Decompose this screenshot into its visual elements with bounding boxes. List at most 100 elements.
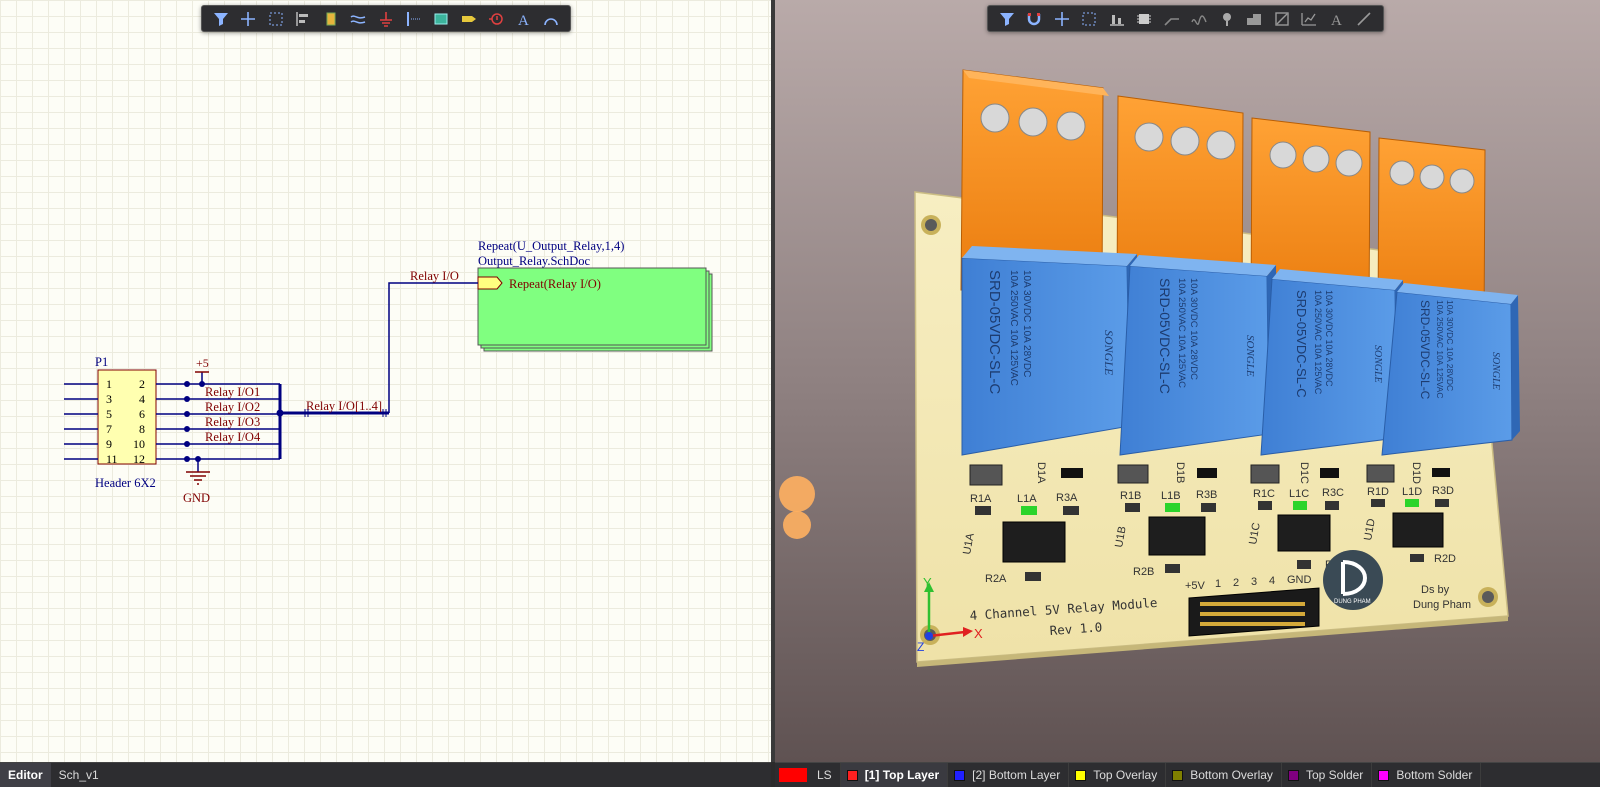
credit-line-1: Ds by (1421, 584, 1450, 596)
pcb-3d-view[interactable]: SRD-05VDC-SL-C 10A 250VAC 10A 125VAC 10A… (775, 0, 1600, 762)
pin-number: 1 (106, 377, 112, 391)
layer-tab-bottom-overlay[interactable]: Bottom Overlay (1166, 762, 1282, 787)
net-label[interactable]: Relay I/O4 (205, 430, 261, 444)
sheet-symbol-button[interactable] (428, 7, 454, 30)
channel-d[interactable]: D1D R1D L1D R3D U1D R2D (1362, 462, 1456, 565)
net-label[interactable]: Relay I/O2 (205, 400, 260, 414)
header-comment[interactable]: Header 6X2 (95, 476, 156, 490)
tab-editor[interactable]: Editor (0, 763, 51, 787)
layer-label: [2] Bottom Layer (972, 768, 1061, 782)
u1-label: U1C (1247, 522, 1263, 546)
polygon-button[interactable] (1242, 7, 1268, 30)
select-rect-button[interactable] (263, 7, 289, 30)
layer-swatch (1378, 769, 1390, 781)
r3-label: R3C (1322, 487, 1344, 499)
axis-x-label: X (974, 626, 983, 641)
route-icon (1164, 17, 1179, 26)
net-label[interactable]: Relay I/O3 (205, 415, 260, 429)
layer-tab-top[interactable]: [1] Top Layer (840, 762, 949, 787)
align-button[interactable] (291, 7, 317, 30)
document-tab-bar: Editor Sch_v1 (0, 762, 771, 787)
schematic-canvas[interactable]: Repeat(U_Output_Relay,1,4) Output_Relay.… (0, 0, 771, 762)
pin-number: 2 (139, 377, 145, 391)
relay-k1[interactable]: SRD-05VDC-SL-C 10A 250VAC 10A 125VAC 10A… (961, 246, 1140, 456)
relay-k3[interactable]: SRD-05VDC-SL-C 10A 250VAC 10A 125VAC 10A… (1260, 269, 1405, 456)
r1-label: R1D (1367, 486, 1389, 498)
relay-k2[interactable]: SRD-05VDC-SL-C 10A 250VAC 10A 125VAC 10A… (1119, 255, 1278, 456)
view-sphere-upper[interactable] (779, 476, 815, 512)
sheet-designator[interactable]: Repeat(U_Output_Relay,1,4) (478, 239, 624, 253)
bus-label[interactable]: Relay I/O[1..4] (306, 399, 382, 413)
layer-tab-top-solder[interactable]: Top Solder (1282, 762, 1373, 787)
pin-number: 8 (139, 422, 145, 436)
terminal-blocks[interactable] (960, 69, 1486, 331)
relay-k4[interactable]: SRD-05VDC-SL-C 10A 250VAC 10A 125VAC 10A… (1381, 283, 1520, 456)
sheet-symbol[interactable] (477, 267, 707, 346)
place-part-button[interactable] (318, 7, 344, 30)
pin-number: 7 (106, 422, 112, 436)
select-rect-button[interactable] (1077, 7, 1103, 30)
tab-sch-v1[interactable]: Sch_v1 (58, 768, 99, 782)
diode-led (1061, 468, 1083, 478)
align-icon (1109, 14, 1124, 26)
layer-tab-bottom[interactable]: [2] Bottom Layer (948, 762, 1070, 787)
align-button[interactable] (1104, 7, 1130, 30)
u1-label: U1A (961, 532, 977, 556)
sheet-entry-marker[interactable] (477, 276, 503, 290)
view-sphere-lower[interactable] (783, 511, 811, 539)
svg-text:A: A (518, 13, 529, 28)
component-button[interactable] (1132, 7, 1158, 30)
pin-number: 4 (139, 392, 145, 406)
ground-button[interactable] (373, 7, 399, 30)
layer-tab-bottom-solder[interactable]: Bottom Solder (1372, 762, 1482, 787)
route-button[interactable] (1159, 7, 1185, 30)
text-button[interactable]: A (511, 7, 537, 30)
channel-c[interactable]: D1C R1C L1C R3C U1C R2C (1247, 462, 1347, 571)
channel-b[interactable]: D1B R1B L1B R3B U1B R2B (1113, 462, 1217, 578)
bus-entry-button[interactable] (401, 7, 427, 30)
board-revision: Rev 1.0 (1049, 619, 1103, 638)
relay-rating: 10A 30VDC 10A 28VDC (1188, 278, 1199, 380)
layer-set-color[interactable] (779, 768, 807, 782)
channel-a[interactable]: D1A R1A L1A R3A U1A R2A (961, 462, 1083, 585)
line-button[interactable] (1352, 7, 1378, 30)
dimension-button[interactable] (1297, 7, 1323, 30)
gnd-port-symbol[interactable] (186, 471, 210, 485)
crosshair-button[interactable] (1049, 7, 1075, 30)
pcb-3d-canvas[interactable]: SRD-05VDC-SL-C 10A 250VAC 10A 125VAC 10A… (775, 0, 1600, 762)
bus-tick-marks (304, 409, 387, 417)
relay-rating: 10A 30VDC 10A 28VDC (1021, 270, 1032, 377)
via-button[interactable] (1214, 7, 1240, 30)
crosshair-button[interactable] (236, 7, 262, 30)
wire-button[interactable] (346, 7, 372, 30)
diff-pair-button[interactable] (1187, 7, 1213, 30)
layer-label: Top Overlay (1093, 768, 1158, 782)
relay-part-number: SRD-05VDC-SL-C (1418, 300, 1432, 400)
port-button[interactable] (456, 7, 482, 30)
directive-button[interactable] (483, 7, 509, 30)
layer-tab-top-overlay[interactable]: Top Overlay (1069, 762, 1167, 787)
schematic-editor[interactable]: Repeat(U_Output_Relay,1,4) Output_Relay.… (0, 0, 771, 762)
net-label-relay-io[interactable]: Relay I/O (410, 269, 459, 283)
keepout-icon (1275, 11, 1289, 26)
filter-button[interactable] (208, 7, 234, 30)
layer-set-button[interactable]: LS (811, 762, 841, 787)
snap-button[interactable] (1022, 7, 1048, 30)
header-designator[interactable]: P1 (95, 355, 108, 369)
wire-relay-io[interactable] (388, 282, 478, 413)
power-port-label[interactable]: +5 (196, 356, 209, 370)
text-button[interactable]: A (1324, 7, 1350, 30)
sheet-filename[interactable]: Output_Relay.SchDoc (478, 254, 590, 268)
header-body[interactable] (97, 369, 157, 465)
net-label[interactable]: Relay I/O1 (205, 385, 260, 399)
pane-splitter[interactable] (771, 0, 775, 762)
relay-rating: 10A 250VAC 10A 125VAC (1313, 290, 1323, 395)
layer-swatch (954, 769, 966, 781)
filter-button[interactable] (994, 7, 1020, 30)
arc-button[interactable] (538, 7, 564, 30)
gnd-port-label[interactable]: GND (183, 491, 210, 505)
keepout-button[interactable] (1269, 7, 1295, 30)
text-icon: A (1331, 13, 1342, 28)
relay-part-number: SRD-05VDC-SL-C (1157, 278, 1173, 394)
